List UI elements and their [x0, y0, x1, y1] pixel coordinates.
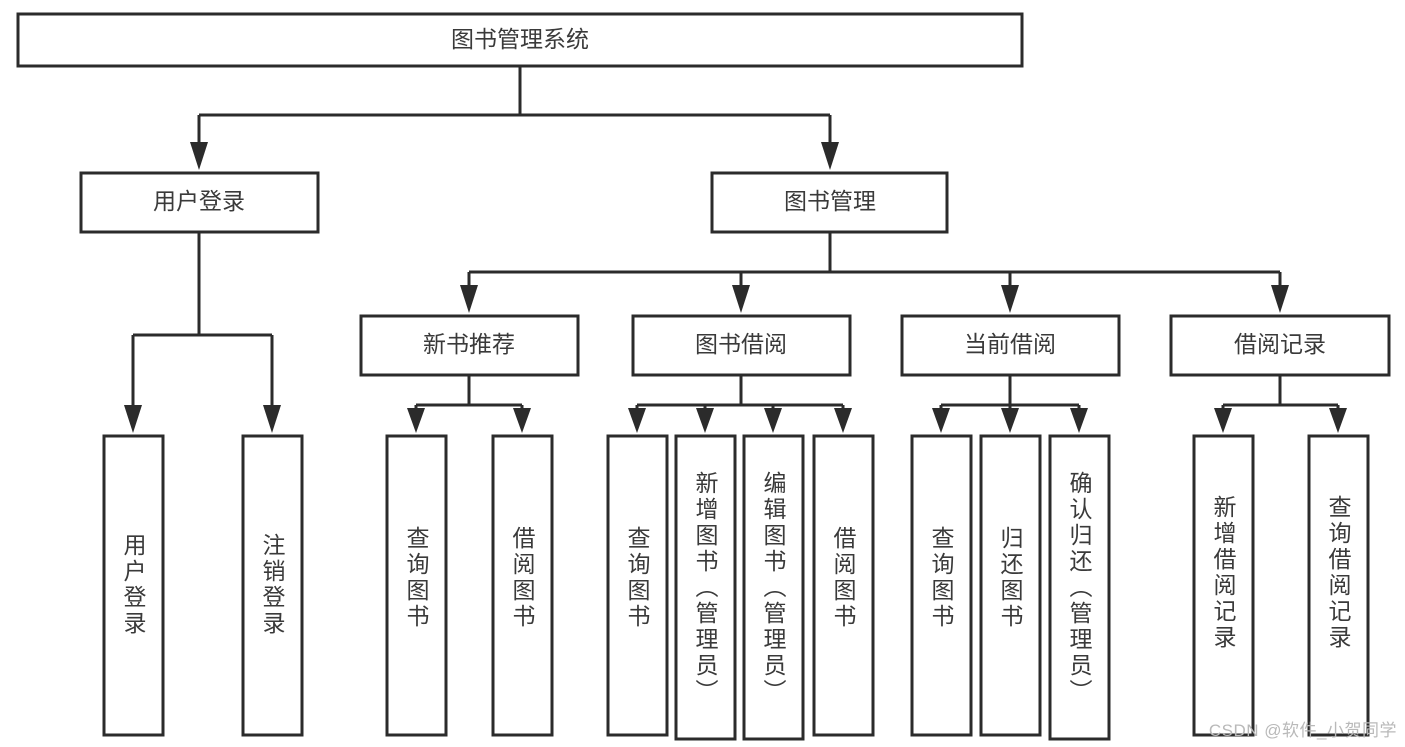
leaf-label: 查询图书 — [403, 526, 430, 630]
node-new-book-rec-box[interactable] — [359, 314, 580, 377]
arrowhead-leaf-book-borrow-1 — [628, 408, 646, 433]
leaf-box[interactable] — [385, 434, 448, 737]
leaf-box[interactable] — [910, 434, 973, 737]
arrowhead-leaf-book-borrow-3 — [764, 408, 782, 433]
leaf-label: 借阅图书 — [509, 526, 536, 630]
arrowhead-new-book-rec — [460, 285, 478, 313]
leaf-box[interactable] — [742, 434, 805, 741]
node-book-manage[interactable]: 图书管理 — [710, 171, 949, 234]
leaf-box[interactable] — [606, 434, 669, 737]
leaf-user-login-2[interactable]: 注销登录 — [241, 434, 304, 737]
leaf-label: 借阅图书 — [830, 526, 857, 630]
arrowhead-leaf-borrow-record-2 — [1329, 408, 1347, 433]
arrowhead-leaf-current-borrow-2 — [1001, 408, 1019, 433]
leaf-label: 查询图书 — [928, 526, 955, 630]
node-book-borrow[interactable]: 图书借阅 — [631, 314, 852, 377]
arrowhead-leaf-book-borrow-2 — [696, 408, 714, 433]
leaf-label: 注销登录 — [259, 533, 286, 637]
arrowhead-leaf-current-borrow-1 — [932, 408, 950, 433]
arrowhead-leaf-borrow-record-1 — [1214, 408, 1232, 433]
leaf-user-login-1[interactable]: 用户登录 — [102, 434, 165, 737]
leaf-current-borrow-2[interactable]: 归还图书 — [979, 434, 1042, 737]
node-book-manage-label: 图书管理 — [784, 188, 876, 214]
leaf-label: 确认归还（管理员） — [1066, 471, 1093, 705]
arrowhead-book-borrow — [732, 285, 750, 313]
arrowhead-leaf-new-book-1 — [407, 408, 425, 433]
arrowhead-book-manage — [821, 142, 839, 170]
node-borrow-record-label: 借阅记录 — [1234, 331, 1326, 357]
leaf-box[interactable] — [241, 434, 304, 737]
leaf-borrow-record-1[interactable]: 新增借阅记录 — [1192, 434, 1255, 737]
leaf-box[interactable] — [812, 434, 875, 737]
leaf-box[interactable] — [674, 434, 737, 741]
leaf-box[interactable] — [1048, 434, 1111, 741]
leaf-box[interactable] — [1192, 434, 1255, 737]
node-user-login-label: 用户登录 — [153, 188, 245, 214]
leaf-box[interactable] — [102, 434, 165, 737]
arrowhead-leaf-new-book-2 — [513, 408, 531, 433]
leaf-book-borrow-4[interactable]: 借阅图书 — [812, 434, 875, 737]
node-book-borrow-label: 图书借阅 — [695, 331, 787, 357]
arrowhead-leaf-current-borrow-3 — [1070, 408, 1088, 433]
node-new-book-rec-label: 新书推荐 — [423, 331, 515, 357]
node-new-book-rec[interactable]: 新书推荐 — [359, 314, 580, 377]
leaf-current-borrow-3[interactable]: 确认归还（管理员） — [1048, 434, 1111, 741]
node-borrow-record[interactable]: 借阅记录 — [1169, 314, 1391, 377]
node-current-borrow-label: 当前借阅 — [964, 331, 1056, 357]
leaf-book-borrow-2[interactable]: 新增图书（管理员） — [674, 434, 737, 741]
leaf-borrow-record-2[interactable]: 查询借阅记录 — [1307, 434, 1370, 737]
node-root-box[interactable] — [16, 12, 1024, 68]
leaf-label: 新增图书（管理员） — [692, 471, 719, 705]
node-current-borrow-box[interactable] — [900, 314, 1121, 377]
csdn-watermark: CSDN @软件_小贺同学 — [1208, 721, 1397, 740]
leaf-label: 归还图书 — [997, 526, 1024, 630]
node-book-manage-box[interactable] — [710, 171, 949, 234]
leaf-book-borrow-3[interactable]: 编辑图书（管理员） — [742, 434, 805, 741]
node-user-login-box[interactable] — [79, 171, 320, 234]
arrowhead-current-borrow — [1001, 285, 1019, 313]
arrowhead-borrow-record — [1271, 285, 1289, 313]
node-borrow-record-box[interactable] — [1169, 314, 1391, 377]
node-root-label: 图书管理系统 — [451, 26, 589, 52]
leaf-label: 查询图书 — [624, 526, 651, 630]
node-user-login[interactable]: 用户登录 — [79, 171, 320, 234]
leaf-label: 用户登录 — [120, 533, 147, 637]
leaf-current-borrow-1[interactable]: 查询图书 — [910, 434, 973, 737]
arrowhead-leaf-book-borrow-4 — [834, 408, 852, 433]
leaf-box[interactable] — [1307, 434, 1370, 737]
leaf-label: 查询借阅记录 — [1325, 495, 1352, 651]
node-current-borrow[interactable]: 当前借阅 — [900, 314, 1121, 377]
leaf-label: 编辑图书（管理员） — [760, 471, 787, 705]
node-root[interactable]: 图书管理系统 — [16, 12, 1024, 68]
arrowhead-leaf-user-login-1 — [124, 405, 142, 433]
arrowhead-user-login — [190, 142, 208, 170]
leaf-label: 新增借阅记录 — [1210, 495, 1237, 651]
arrowhead-leaf-user-login-2 — [263, 405, 281, 433]
node-book-borrow-box[interactable] — [631, 314, 852, 377]
connector-layer — [124, 66, 1347, 433]
leaf-new-book-rec-1[interactable]: 查询图书 — [385, 434, 448, 737]
leaf-box[interactable] — [491, 434, 554, 737]
leaf-book-borrow-1[interactable]: 查询图书 — [606, 434, 669, 737]
leaf-new-book-rec-2[interactable]: 借阅图书 — [491, 434, 554, 737]
leaf-box[interactable] — [979, 434, 1042, 737]
